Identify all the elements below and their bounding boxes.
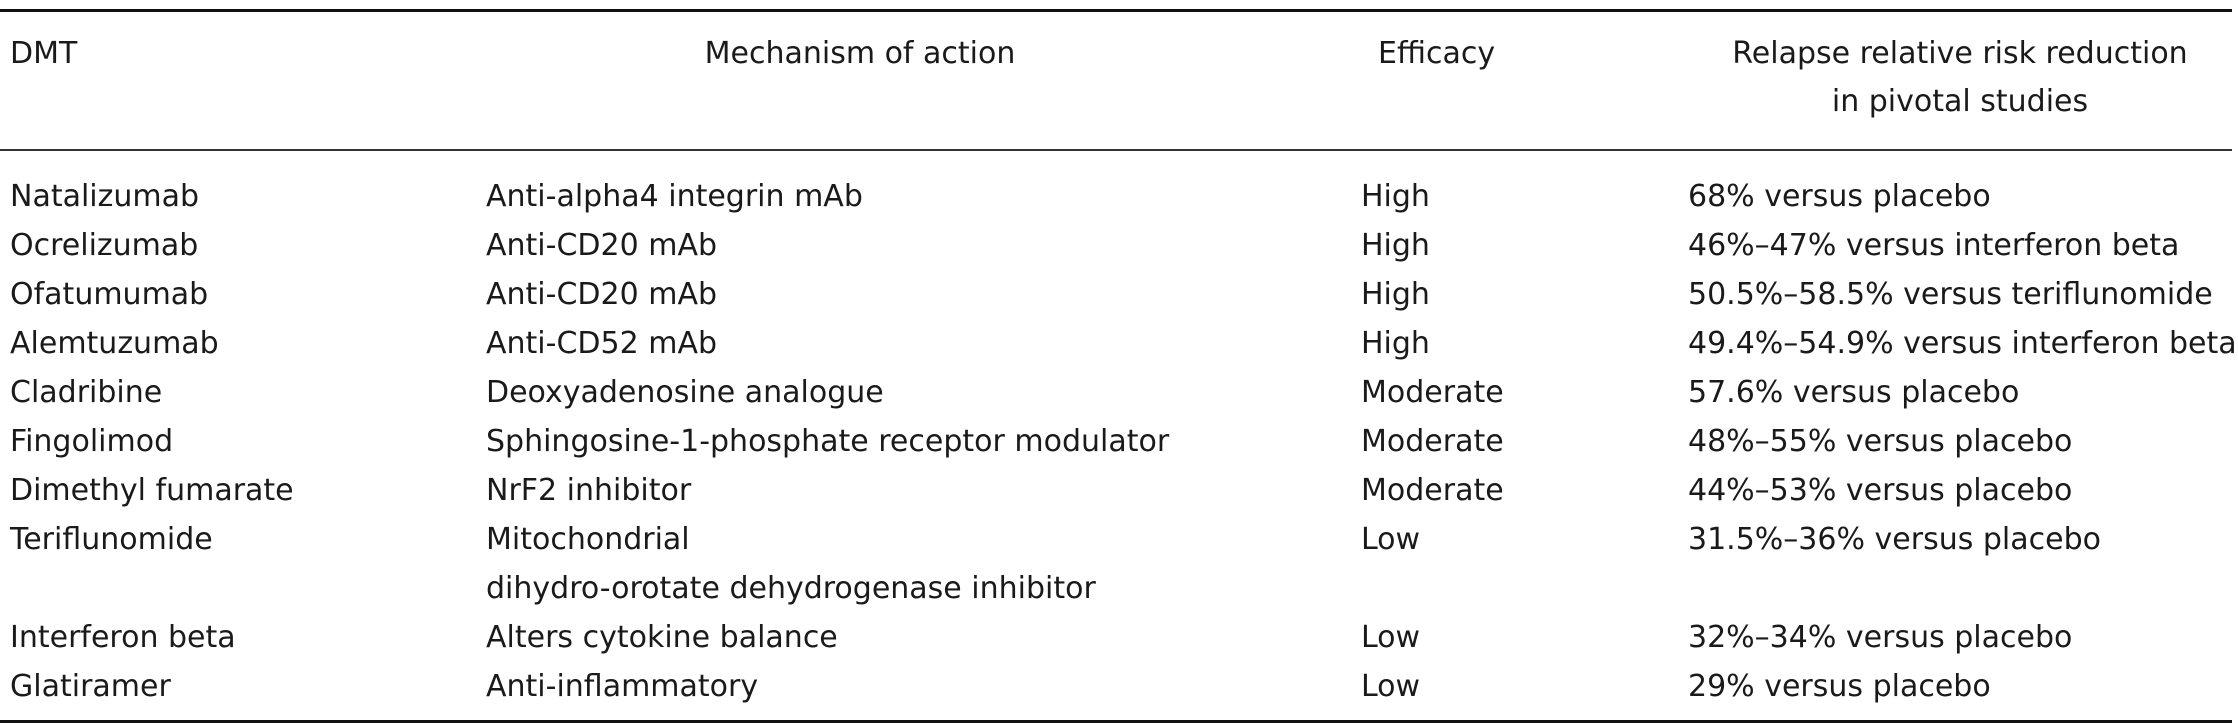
- header-relapse-line1: Relapse relative risk reduction: [1732, 36, 2188, 71]
- mechanism-line: Anti-CD52 mAb: [486, 326, 718, 361]
- cell-efficacy: Moderate: [1361, 375, 1504, 410]
- table-row: Interferon beta Alters cytokine balance …: [0, 613, 2232, 662]
- table-row: Ofatumumab Anti-CD20 mAb High 50.5%–58.5…: [0, 270, 2232, 319]
- cell-efficacy: High: [1361, 179, 1430, 214]
- cell-relapse-reduction: 57.6% versus placebo: [1688, 375, 2020, 410]
- cell-efficacy: Low: [1361, 669, 1421, 704]
- cell-relapse-reduction: 29% versus placebo: [1688, 669, 1991, 704]
- mechanism-line: Anti-alpha4 integrin mAb: [486, 179, 863, 214]
- table-row: Natalizumab Anti-alpha4 integrin mAb Hig…: [0, 150, 2232, 221]
- mechanism-line: Sphingosine-1-phosphate receptor modulat…: [486, 424, 1170, 459]
- cell-efficacy: Low: [1361, 522, 1421, 557]
- dmt-table: DMT Mechanism of action Efficacy Relapse…: [0, 9, 2237, 723]
- table-row: Glatiramer Anti-inflammatory Low 29% ver…: [0, 662, 2232, 722]
- header-relapse: Relapse relative risk reduction in pivot…: [1688, 11, 2232, 151]
- cell-mechanism: Anti-inflammatory: [480, 662, 1360, 722]
- cell-dmt: Interferon beta: [10, 620, 236, 655]
- cell-relapse-reduction: 50.5%–58.5% versus teriflunomide: [1688, 277, 2213, 312]
- cell-mechanism: Anti-CD52 mAb: [480, 319, 1360, 368]
- cell-efficacy: High: [1361, 277, 1430, 312]
- mechanism-line: Anti-inflammatory: [486, 669, 759, 704]
- header-efficacy: Efficacy: [1378, 36, 1496, 71]
- cell-dmt: Dimethyl fumarate: [10, 473, 294, 508]
- cell-dmt: Ofatumumab: [10, 277, 209, 312]
- table-row: Fingolimod Sphingosine-1-phosphate recep…: [0, 417, 2232, 466]
- cell-efficacy: Moderate: [1361, 424, 1504, 459]
- mechanism-line: Anti-CD20 mAb: [486, 277, 718, 312]
- mechanism-line: Alters cytokine balance: [486, 620, 838, 655]
- header-dmt: DMT: [10, 36, 78, 71]
- cell-mechanism: Anti-CD20 mAb: [480, 221, 1360, 270]
- cell-relapse-reduction: 32%–34% versus placebo: [1688, 620, 2073, 655]
- cell-mechanism: Alters cytokine balance: [480, 613, 1360, 662]
- mechanism-line: NrF2 inhibitor: [486, 473, 692, 508]
- cell-relapse-reduction: 48%–55% versus placebo: [1688, 424, 2073, 459]
- table-body: Natalizumab Anti-alpha4 integrin mAb Hig…: [0, 150, 2237, 722]
- header-row: DMT Mechanism of action Efficacy Relapse…: [0, 10, 2232, 151]
- table-row: Alemtuzumab Anti-CD52 mAb High 49.4%–54.…: [0, 319, 2237, 368]
- dmt-table-container: DMT Mechanism of action Efficacy Relapse…: [0, 9, 2237, 723]
- cell-dmt: Glatiramer: [10, 669, 171, 704]
- cell-dmt: Teriflunomide: [10, 522, 213, 557]
- header-relapse-line2: in pivotal studies: [1831, 84, 2089, 119]
- cell-relapse-reduction: 31.5%–36% versus placebo: [1688, 522, 2101, 557]
- header-mechanism: Mechanism of action: [704, 36, 1016, 71]
- cell-dmt: Alemtuzumab: [10, 326, 219, 361]
- cell-dmt: Ocrelizumab: [10, 228, 199, 263]
- cell-dmt: Natalizumab: [10, 179, 200, 214]
- cell-efficacy: Moderate: [1361, 473, 1504, 508]
- cell-dmt: Cladribine: [10, 375, 163, 410]
- table-row: Teriflunomide Mitochondrial dihydro-orot…: [0, 515, 2232, 613]
- cell-relapse-reduction: 49.4%–54.9% versus interferon beta: [1688, 326, 2237, 361]
- cell-mechanism: Mitochondrial dihydro-orotate dehydrogen…: [480, 515, 1360, 613]
- table-row: Cladribine Deoxyadenosine analogue Moder…: [0, 368, 2232, 417]
- cell-mechanism: Anti-alpha4 integrin mAb: [480, 150, 1360, 221]
- mechanism-line-2: dihydro-orotate dehydrogenase inhibitor: [486, 571, 1096, 606]
- mechanism-line: Deoxyadenosine analogue: [486, 375, 884, 410]
- mechanism-line: Anti-CD20 mAb: [486, 228, 718, 263]
- cell-mechanism: NrF2 inhibitor: [480, 466, 1360, 515]
- table-header: DMT Mechanism of action Efficacy Relapse…: [0, 10, 2232, 151]
- cell-relapse-reduction: 68% versus placebo: [1688, 179, 1991, 214]
- cell-mechanism: Deoxyadenosine analogue: [480, 368, 1360, 417]
- cell-dmt: Fingolimod: [10, 424, 174, 459]
- cell-mechanism: Sphingosine-1-phosphate receptor modulat…: [480, 417, 1360, 466]
- cell-efficacy: High: [1361, 326, 1430, 361]
- table-row: Dimethyl fumarate NrF2 inhibitor Moderat…: [0, 466, 2232, 515]
- table-row: Ocrelizumab Anti-CD20 mAb High 46%–47% v…: [0, 221, 2232, 270]
- cell-efficacy: Low: [1361, 620, 1421, 655]
- cell-relapse-reduction: 44%–53% versus placebo: [1688, 473, 2073, 508]
- mechanism-line: Mitochondrial: [486, 522, 690, 557]
- cell-mechanism: Anti-CD20 mAb: [480, 270, 1360, 319]
- cell-efficacy: High: [1361, 228, 1430, 263]
- cell-relapse-reduction: 46%–47% versus interferon beta: [1688, 228, 2180, 263]
